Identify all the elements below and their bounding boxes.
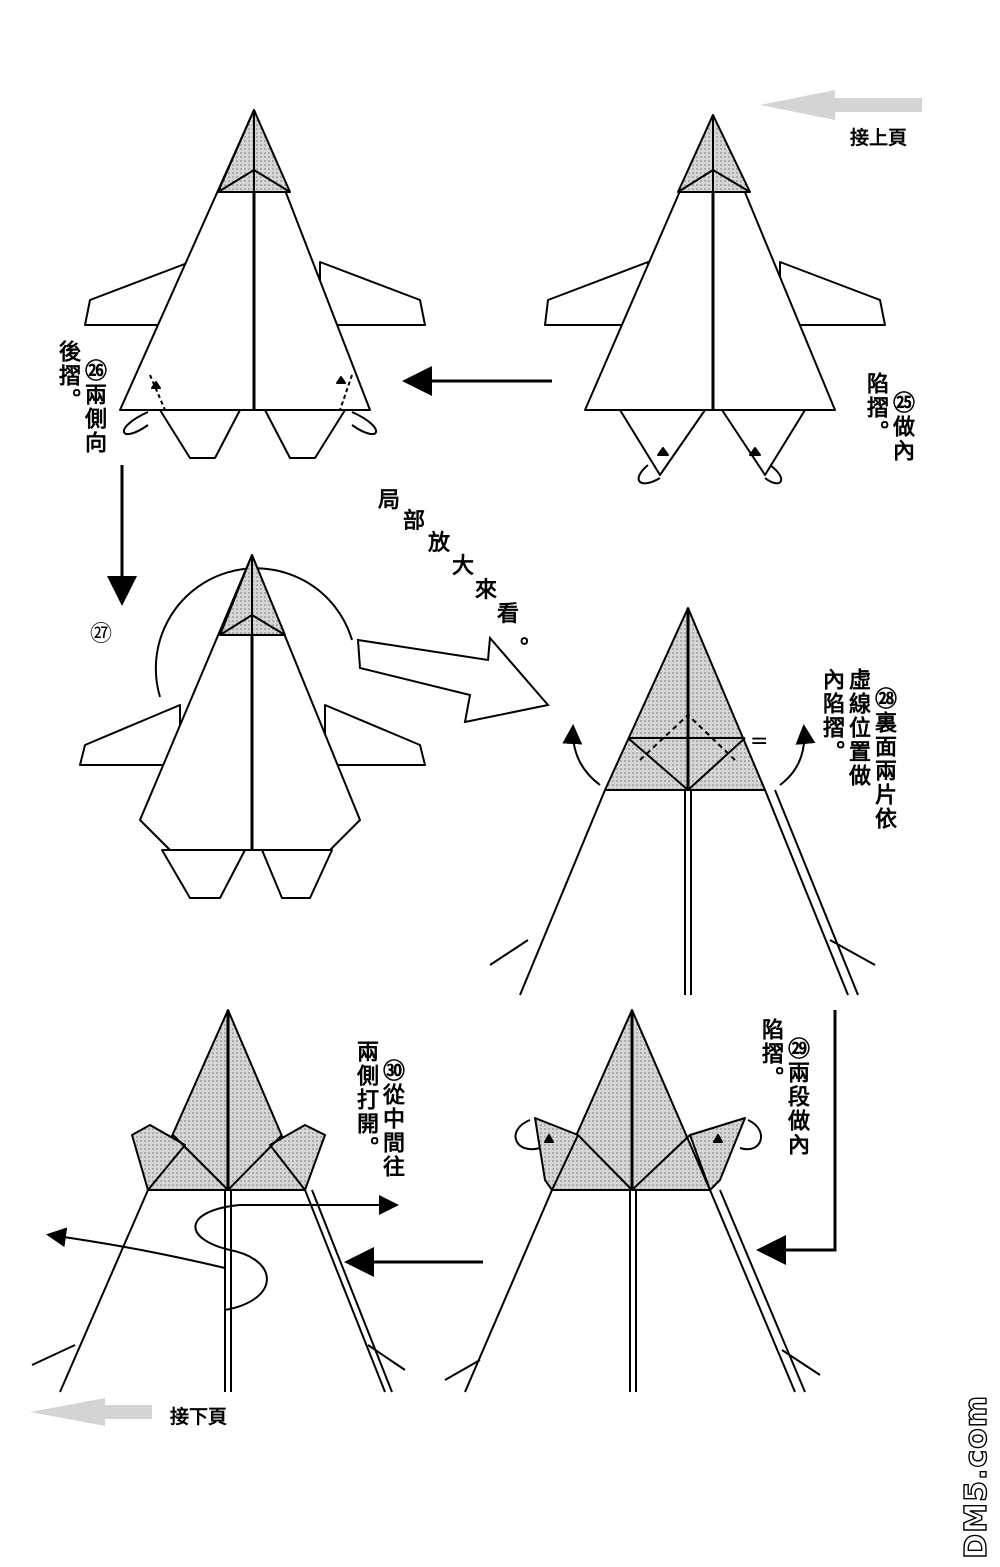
zoom-note-char: 。 <box>520 624 543 649</box>
step26-instruction: ㉖兩側向 後摺。 <box>54 340 132 455</box>
step26-text: 兩側向 後摺。 <box>55 340 106 456</box>
step28-instruction: ㉘裏面兩片依 虛線位置做 內陷摺。 <box>818 668 922 831</box>
arrow-l-shaped <box>756 1010 837 1265</box>
zoom-note-char: 局 <box>378 488 401 513</box>
step30-text: 從中間往 兩側打開。 <box>353 1040 404 1180</box>
zoom-note-char: 放 <box>428 531 451 556</box>
step30-closeup <box>31 1009 406 1393</box>
zoom-note-char: 部 <box>403 509 426 534</box>
site-watermark: DM5.com <box>958 1395 994 1560</box>
step30-number: ㉚ <box>379 1059 404 1084</box>
zoom-arrow-icon <box>356 635 550 724</box>
step29-text: 兩段做內 陷摺。 <box>758 1018 809 1158</box>
step27-plane <box>79 554 426 899</box>
step27-number: ㉗ <box>90 622 113 647</box>
continued-to-label: 接下頁 <box>170 1406 228 1428</box>
step25-number: ㉕ <box>889 391 914 416</box>
step29-instruction: ㉙兩段做內 陷摺。 <box>757 1018 835 1157</box>
step30-instruction: ㉚從中間往 兩側打開。 <box>352 1040 430 1179</box>
equal-mark: = <box>750 729 768 754</box>
step26-number: ㉖ <box>81 359 106 384</box>
step29-closeup <box>444 1009 821 1393</box>
step28-number: ㉘ <box>871 687 896 712</box>
zoom-note-char: 大 <box>452 554 475 579</box>
step25-plane <box>544 114 886 485</box>
continued-to-arrow-icon <box>30 1398 152 1426</box>
step29-number: ㉙ <box>784 1037 809 1062</box>
zoom-note-char: 看 <box>497 602 520 627</box>
continued-from-label: 接上頁 <box>850 127 908 149</box>
step28-closeup <box>489 607 876 996</box>
continued-from-arrow-icon <box>760 90 922 120</box>
step28-text: 裏面兩片依 虛線位置做 內陷摺。 <box>819 668 896 832</box>
step26-plane <box>84 109 426 459</box>
step25-instruction: ㉕做內 陷摺。 <box>862 372 940 463</box>
zoom-note-char: 來 <box>475 578 498 603</box>
step25-text: 做內 陷摺。 <box>863 372 914 464</box>
